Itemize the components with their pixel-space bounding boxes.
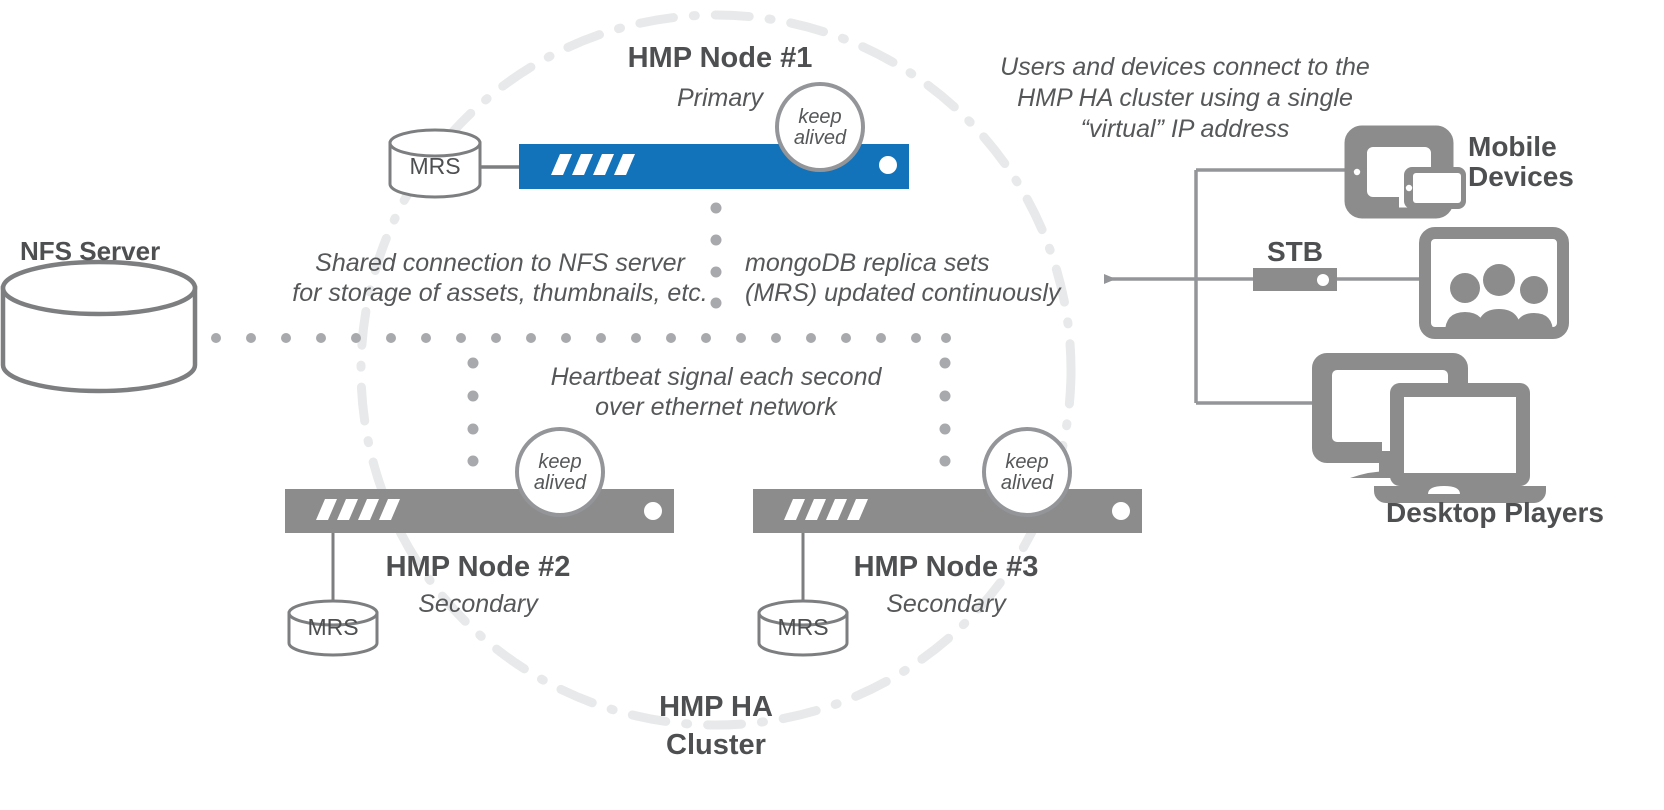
hmp-node-3-role: Secondary: [886, 590, 1006, 618]
hmp-node-1[interactable]: [388, 82, 909, 199]
hmp-node-1-title: HMP Node #1: [627, 42, 813, 74]
node1-mrs-database-icon: [388, 128, 482, 199]
hmp-node-2-role: Secondary: [418, 590, 538, 618]
mobile-devices-label-line1: Mobile: [1468, 131, 1557, 162]
node3-mrs-database-icon: [757, 599, 849, 657]
node3-keepalived-badge-line2: alived: [1000, 472, 1054, 494]
node2-keepalived-badge-circle: [515, 427, 605, 517]
node1-status-led: [879, 156, 897, 174]
node3-vent-slots: [784, 499, 868, 520]
nfs-annotation-line1: Shared connection to NFS server: [315, 249, 685, 277]
monitor-laptop-icon: [1312, 353, 1546, 503]
node3-keepalived-badge-circle: [982, 427, 1072, 517]
node1-vent-slots: [551, 154, 635, 175]
desktop-players-label: Desktop Players: [1386, 497, 1604, 528]
clients-annotation-line2: HMP HA cluster using a single: [1017, 84, 1353, 112]
mobile-devices-label-line2: Devices: [1468, 161, 1574, 192]
cluster-boundary-circle: [356, 10, 1076, 730]
heartbeat-dotted-line-right: [939, 357, 951, 467]
node1-keepalived-badge-line2: alived: [793, 127, 847, 149]
clients-annotation-line1: Users and devices connect to the: [1000, 53, 1370, 81]
nfs-shared-connection-dotted-line: [211, 333, 951, 343]
clients-annotation-line3: “virtual” IP address: [1080, 115, 1290, 143]
heartbeat-annotation-line2: over ethernet network: [595, 393, 837, 421]
virtual-ip-connector-bus: [1104, 168, 1425, 405]
node2-mrs-label: MRS: [307, 614, 359, 640]
heartbeat-annotation-line1: Heartbeat signal each second: [550, 363, 882, 391]
hmp-node-2[interactable]: [285, 427, 674, 657]
nfs-server-label: NFS Server: [20, 236, 161, 266]
node1-keepalived-badge-line1: keep: [798, 106, 842, 128]
hmp-node-2-title: HMP Node #2: [385, 551, 571, 583]
node2-mrs-database-icon: [287, 599, 379, 657]
node1-mrs-label: MRS: [409, 153, 461, 179]
stb-label: STB: [1267, 236, 1323, 267]
mongodb-annotation-line1: mongoDB replica sets: [745, 249, 990, 277]
hmp-node-1-role: Primary: [676, 84, 764, 112]
mongodb-replica-dotted-line-top: [710, 202, 722, 309]
node3-mrs-label: MRS: [777, 614, 829, 640]
node3-status-led: [1112, 502, 1130, 520]
hmp-node-3-title: HMP Node #3: [853, 551, 1039, 583]
tv-viewers-icon: [1419, 227, 1569, 339]
nfs-annotation-line2: for storage of assets, thumbnails, etc.: [292, 279, 708, 307]
node2-keepalived-badge-line2: alived: [533, 472, 587, 494]
set-top-box-icon: [1253, 268, 1337, 291]
tablet-phone-icon: [1344, 125, 1466, 219]
node1-keepalived-badge-circle: [775, 82, 865, 172]
node2-vent-slots: [316, 499, 400, 520]
cluster-label-line2: Cluster: [666, 729, 766, 761]
nfs-server-icon: [0, 259, 198, 394]
node2-status-led: [644, 502, 662, 520]
node2-keepalived-badge-line1: keep: [538, 451, 582, 473]
cluster-label-line1: HMP HA: [659, 691, 773, 723]
mongodb-annotation-line2: (MRS) updated continuously: [745, 279, 1061, 307]
hmp-node-3[interactable]: [753, 427, 1142, 657]
heartbeat-dotted-line-left: [467, 357, 479, 467]
node3-keepalived-badge-line1: keep: [1005, 451, 1049, 473]
